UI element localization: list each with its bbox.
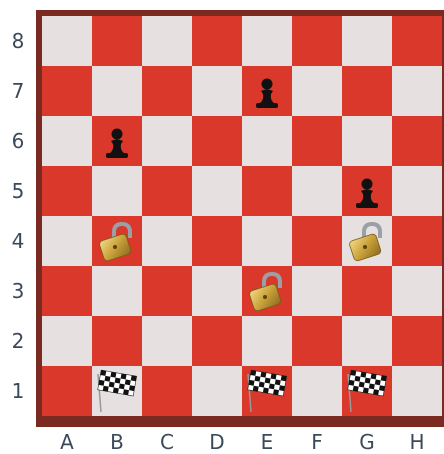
square-g6[interactable] (342, 116, 392, 166)
square-e1[interactable] (242, 366, 292, 416)
rank-label-5: 5 (6, 179, 30, 203)
square-a3[interactable] (42, 266, 92, 316)
square-a5[interactable] (42, 166, 92, 216)
square-h1[interactable] (392, 366, 442, 416)
square-c3[interactable] (142, 266, 192, 316)
square-h4[interactable] (392, 216, 442, 266)
square-c6[interactable] (142, 116, 192, 166)
square-b5[interactable] (92, 166, 142, 216)
padlock-icon[interactable] (92, 216, 142, 266)
square-b8[interactable] (92, 16, 142, 66)
black-pawn-icon[interactable] (242, 66, 292, 116)
square-g4[interactable] (342, 216, 392, 266)
rank-label-1: 1 (6, 379, 30, 403)
rank-label-8: 8 (6, 29, 30, 53)
square-g8[interactable] (342, 16, 392, 66)
square-c7[interactable] (142, 66, 192, 116)
file-label-b: B (92, 430, 142, 454)
square-d6[interactable] (192, 116, 242, 166)
square-e7[interactable] (242, 66, 292, 116)
square-c4[interactable] (142, 216, 192, 266)
file-label-g: G (342, 430, 392, 454)
square-d8[interactable] (192, 16, 242, 66)
square-d1[interactable] (192, 366, 242, 416)
padlock-icon[interactable] (242, 266, 292, 316)
checkered-flag-icon[interactable] (242, 366, 292, 416)
square-h6[interactable] (392, 116, 442, 166)
checkered-flag-icon[interactable] (342, 366, 392, 416)
square-f5[interactable] (292, 166, 342, 216)
square-c8[interactable] (142, 16, 192, 66)
square-c5[interactable] (142, 166, 192, 216)
square-f4[interactable] (292, 216, 342, 266)
square-e6[interactable] (242, 116, 292, 166)
rank-label-7: 7 (6, 79, 30, 103)
file-label-a: A (42, 430, 92, 454)
square-a1[interactable] (42, 366, 92, 416)
square-f2[interactable] (292, 316, 342, 366)
rank-label-2: 2 (6, 329, 30, 353)
square-f7[interactable] (292, 66, 342, 116)
square-g7[interactable] (342, 66, 392, 116)
square-a6[interactable] (42, 116, 92, 166)
square-g2[interactable] (342, 316, 392, 366)
square-a4[interactable] (42, 216, 92, 266)
square-g1[interactable] (342, 366, 392, 416)
square-b1[interactable] (92, 366, 142, 416)
square-b4[interactable] (92, 216, 142, 266)
file-label-f: F (292, 430, 342, 454)
square-g5[interactable] (342, 166, 392, 216)
square-e4[interactable] (242, 216, 292, 266)
file-label-e: E (242, 430, 292, 454)
file-label-d: D (192, 430, 242, 454)
square-b3[interactable] (92, 266, 142, 316)
square-b7[interactable] (92, 66, 142, 116)
square-e2[interactable] (242, 316, 292, 366)
square-f6[interactable] (292, 116, 342, 166)
file-label-c: C (142, 430, 192, 454)
square-c2[interactable] (142, 316, 192, 366)
square-h8[interactable] (392, 16, 442, 66)
square-d5[interactable] (192, 166, 242, 216)
square-d4[interactable] (192, 216, 242, 266)
square-f8[interactable] (292, 16, 342, 66)
file-label-h: H (392, 430, 442, 454)
square-d7[interactable] (192, 66, 242, 116)
padlock-icon[interactable] (342, 216, 392, 266)
square-a7[interactable] (42, 66, 92, 116)
rank-label-3: 3 (6, 279, 30, 303)
square-e8[interactable] (242, 16, 292, 66)
square-g3[interactable] (342, 266, 392, 316)
square-h2[interactable] (392, 316, 442, 366)
rank-label-6: 6 (6, 129, 30, 153)
square-b2[interactable] (92, 316, 142, 366)
square-e3[interactable] (242, 266, 292, 316)
checkered-flag-icon[interactable] (92, 366, 142, 416)
square-f3[interactable] (292, 266, 342, 316)
square-h5[interactable] (392, 166, 442, 216)
square-b6[interactable] (92, 116, 142, 166)
square-a2[interactable] (42, 316, 92, 366)
square-h7[interactable] (392, 66, 442, 116)
square-e5[interactable] (242, 166, 292, 216)
square-f1[interactable] (292, 366, 342, 416)
rank-label-4: 4 (6, 229, 30, 253)
square-h3[interactable] (392, 266, 442, 316)
square-c1[interactable] (142, 366, 192, 416)
chess-board (42, 16, 444, 421)
black-pawn-icon[interactable] (342, 166, 392, 216)
square-a8[interactable] (42, 16, 92, 66)
square-d3[interactable] (192, 266, 242, 316)
black-pawn-icon[interactable] (92, 116, 142, 166)
square-d2[interactable] (192, 316, 242, 366)
